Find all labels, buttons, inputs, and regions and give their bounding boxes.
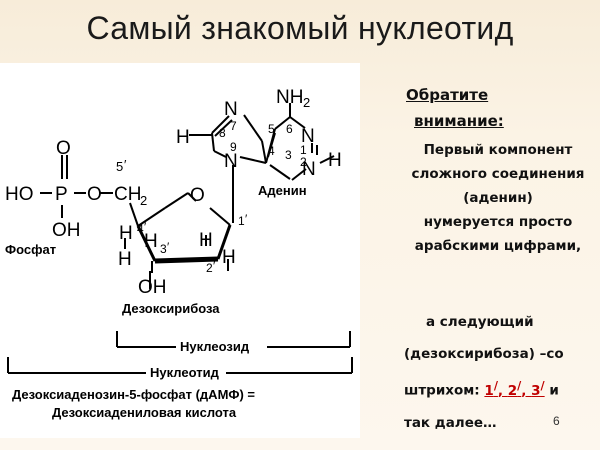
atom-p: P bbox=[55, 184, 68, 205]
atom-n3: N bbox=[302, 159, 316, 180]
note-line: так далее… bbox=[404, 414, 497, 431]
atom-h8: H bbox=[176, 127, 190, 148]
ring-number-7: 7 bbox=[230, 119, 237, 133]
prime-5: 5 bbox=[116, 159, 123, 174]
primes-prefix: штрихом: bbox=[404, 382, 485, 399]
primes-suffix: и bbox=[544, 382, 559, 399]
atom-amino: NH bbox=[276, 87, 303, 108]
atom-h-3prime: H bbox=[144, 231, 158, 252]
atom-h-4prime-down: H bbox=[118, 249, 132, 270]
note-line: (дезоксирибоза) –со bbox=[404, 346, 564, 362]
atom-o-link: O bbox=[87, 184, 102, 205]
prime-1-mark: ′ bbox=[245, 212, 248, 226]
atom-ho: HO bbox=[5, 184, 34, 205]
prime-1: 1 bbox=[238, 214, 245, 228]
caption-line1: Дезоксиаденозин-5-фосфат (дАМФ) = bbox=[12, 387, 255, 402]
atom-h-4prime: H bbox=[119, 223, 133, 244]
atom-n1: N bbox=[301, 126, 315, 147]
ring-number-2: 2 bbox=[300, 155, 307, 169]
prime-5-mark: ′ bbox=[124, 157, 127, 172]
nucleotide-figure: NH 2 N N N N H H 8 7 9 5 6 4 1 3 2 O bbox=[0, 63, 360, 438]
note-paragraph-2: а следующий (дезоксирибоза) –со штрихом:… bbox=[404, 310, 594, 435]
ring-number-3: 3 bbox=[285, 148, 292, 162]
sugar-front-edge bbox=[154, 256, 219, 264]
caption-line2: Дезоксиадениловая кислота bbox=[52, 405, 237, 420]
atom-oh-phosphate: OH bbox=[52, 220, 81, 241]
label-phosphate: Фосфат bbox=[5, 242, 56, 257]
note-line: арабскими цифрами, bbox=[414, 238, 582, 254]
label-nucleoside: Нуклеозид bbox=[180, 339, 250, 354]
slide-title: Самый знакомый нуклеотид bbox=[86, 10, 514, 46]
notice-heading-line2: внимание: bbox=[414, 112, 504, 130]
prime-4: 4 bbox=[137, 222, 144, 236]
atom-ch2: CH bbox=[114, 184, 141, 205]
atom-h-2prime: H bbox=[199, 230, 213, 251]
notice-heading: Обратите внимание: bbox=[406, 82, 504, 134]
atom-h2: H bbox=[328, 150, 342, 171]
atom-h-1prime: H bbox=[222, 247, 236, 268]
note-line: нумеруется просто bbox=[423, 214, 573, 230]
atom-oh-sugar: OH bbox=[138, 277, 167, 298]
prime-3: 3 bbox=[160, 242, 167, 256]
label-nucleotide: Нуклеотид bbox=[150, 365, 220, 380]
prime-2: 2 bbox=[206, 261, 213, 275]
nucleotide-structure-diagram: NH 2 N N N N H H 8 7 9 5 6 4 1 3 2 O bbox=[5, 87, 353, 420]
notice-heading-line1: Обратите bbox=[406, 86, 489, 104]
note-line: (аденин) bbox=[463, 190, 533, 206]
label-adenine: Аденин bbox=[258, 183, 307, 198]
page-number: 6 bbox=[553, 414, 560, 428]
sugar-right-edge bbox=[216, 224, 232, 260]
prime-2-mark: ′ bbox=[213, 259, 216, 273]
note-line: сложного соединения bbox=[411, 166, 585, 182]
prime-4-mark: ′ bbox=[144, 220, 147, 234]
ring-number-5: 5 bbox=[268, 122, 275, 136]
bracket-lines bbox=[7, 331, 353, 374]
ring-number-1: 1 bbox=[300, 143, 307, 157]
atom-n7: N bbox=[224, 99, 238, 120]
ring-number-8: 8 bbox=[219, 126, 226, 140]
label-deoxyribose: Дезоксирибоза bbox=[122, 301, 220, 316]
note-paragraph-1: Первый компонент сложного соединения (ад… bbox=[398, 138, 598, 258]
atom-n9: N bbox=[224, 151, 238, 172]
ring-number-6: 6 bbox=[286, 122, 293, 136]
prime-3-mark: ′ bbox=[167, 240, 170, 254]
atom-o-ring: O bbox=[190, 185, 205, 206]
ring-number-4: 4 bbox=[268, 144, 275, 158]
ring-number-9: 9 bbox=[230, 140, 237, 154]
prime-ref-1: 1/, 2/, 3/ bbox=[484, 379, 545, 399]
atom-ch2-sub: 2 bbox=[140, 193, 147, 208]
note-line: Первый компонент bbox=[423, 142, 573, 158]
atom-o-top: O bbox=[56, 138, 71, 159]
sugar-left-edge bbox=[136, 225, 157, 262]
atom-amino-sub: 2 bbox=[303, 95, 310, 110]
note-line: а следующий bbox=[426, 314, 534, 330]
note-line-primes: штрихом: 1/, 2/, 3/ и bbox=[404, 374, 594, 403]
